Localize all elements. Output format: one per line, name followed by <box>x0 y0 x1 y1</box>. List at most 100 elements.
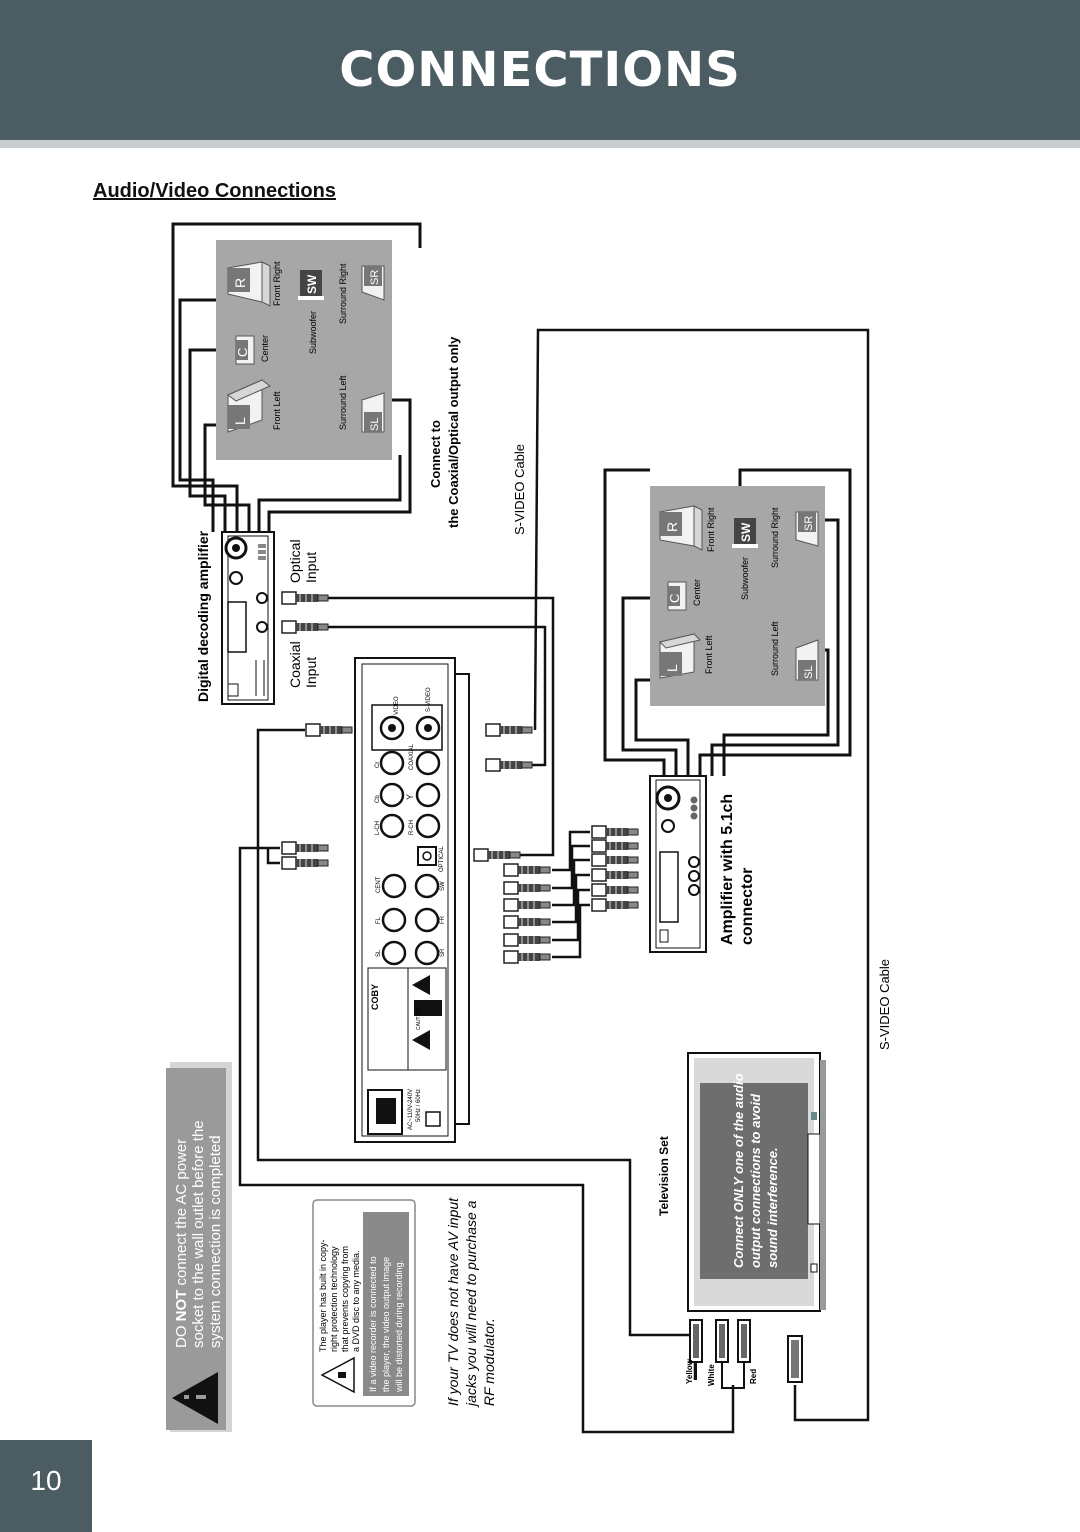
video-plug-left-icon <box>305 723 353 737</box>
51-plug-3-icon <box>503 898 551 912</box>
jack-label-y: Y <box>405 794 415 800</box>
notice-line4: a DVD disc to any media. <box>351 1250 361 1352</box>
signal-wires <box>238 328 870 1434</box>
label-SW-2: SW <box>739 522 753 542</box>
amp-plug-3-icon <box>591 853 639 867</box>
speaker-surround-left-icon <box>361 392 385 433</box>
tv-note-line1: Connect ONLY one of the audio <box>731 1073 746 1268</box>
speaker-surround-right-icon-2 <box>795 511 819 547</box>
label-subwoofer-2: Subwoofer <box>740 557 750 600</box>
rf-note-line2: jacks you will need to purchase a <box>463 1200 479 1408</box>
label-red: Red <box>749 1369 758 1384</box>
label-SR: SR <box>369 270 381 285</box>
tv-note-line3: sound interference. <box>765 1147 780 1268</box>
jack-label-cb: Cb <box>375 795 381 803</box>
label-front-left-2: Front Left <box>704 635 714 674</box>
amplifier-51ch-icon <box>649 775 707 953</box>
header-banner <box>0 0 1080 140</box>
rf-note-line1: If your TV does not have AV input <box>445 1197 461 1406</box>
jack-label-fl: FL <box>376 916 382 924</box>
label-yellow: Yellow <box>685 1358 694 1384</box>
jack-label-cent: CENT <box>376 876 382 893</box>
tv-av-plugs-icon <box>689 1319 803 1389</box>
page-number: 10 <box>30 1465 62 1496</box>
label-SR-2: SR <box>803 516 815 531</box>
label-L-2: L <box>664 664 680 672</box>
player-frequency: 50Hz / 60Hz <box>416 1089 422 1122</box>
speaker-wires-top <box>171 222 422 532</box>
amp-plug-5-icon <box>591 883 639 897</box>
notice-line1: The player has built in copy- <box>318 1239 328 1352</box>
label-front-right: Front Right <box>272 261 282 306</box>
speaker-front-left-icon <box>227 379 271 433</box>
51-plug-5-icon <box>503 933 551 947</box>
coax-plug-icon <box>485 758 533 772</box>
warning-box <box>166 1062 232 1432</box>
51-plug-1-icon <box>503 863 551 877</box>
label-optical: Optical <box>287 539 303 583</box>
amp-plug-1-icon <box>591 825 639 839</box>
label-optical-input: Input <box>303 552 319 583</box>
label-svideo-cable-1: S-VIDEO Cable <box>512 444 527 535</box>
label-SL-2: SL <box>803 666 815 679</box>
digital-amplifier-icon <box>221 531 275 705</box>
label-svideo-cable-2: S-VIDEO Cable <box>877 959 892 1050</box>
jack-label-video: VIDEO <box>394 696 400 715</box>
jack-label-cr: Cr <box>375 762 381 768</box>
label-R-2: R <box>664 522 680 532</box>
notice-line6: the player, the video output image <box>381 1257 391 1392</box>
optical-plug-icon <box>281 591 329 605</box>
dvd-player-rear-panel <box>354 657 470 1143</box>
label-subwoofer: Subwoofer <box>308 311 318 354</box>
label-SW: SW <box>305 274 319 294</box>
51-plug-4-icon <box>503 915 551 929</box>
51-plug-2-icon <box>503 881 551 895</box>
speaker-front-left-icon-2 <box>659 633 701 679</box>
player-brand: COBY <box>370 984 380 1010</box>
jack-label-optical: OPTICAL <box>439 846 445 872</box>
warning-line1: DO NOT connect the AC power <box>173 1139 190 1348</box>
label-C-2: C <box>667 594 682 603</box>
speaker-subwoofer-icon <box>298 270 324 300</box>
label-center: Center <box>260 335 270 362</box>
amp-plug-2-icon <box>591 839 639 853</box>
notice-line7: will be distorted during recording. <box>394 1260 404 1393</box>
label-television-set: Television Set <box>657 1136 671 1216</box>
jack-label-lch: L-CH <box>375 821 381 835</box>
warning-line3: system connection is completed <box>207 1135 224 1348</box>
label-coaxial-input: Input <box>303 657 319 688</box>
label-front-right-2: Front Right <box>706 507 716 552</box>
speaker-surround-right-icon <box>361 265 385 301</box>
speaker-front-right-icon <box>227 261 271 307</box>
notice-line5: If a video recorder is connected to <box>368 1256 378 1392</box>
video-plug-icon <box>485 723 533 737</box>
jack-label-sw: SW <box>440 881 446 891</box>
player-caution: CAUTION <box>416 1007 422 1030</box>
jack-label-svideo: S-VIDEO <box>426 687 432 712</box>
warning-line2: socket to the wall outlet before the <box>190 1120 207 1348</box>
television-icon <box>687 1052 826 1312</box>
label-surround-left-2: Surround Left <box>770 621 780 676</box>
optical-plug-player-icon <box>473 848 521 862</box>
label-surround-right-2: Surround Right <box>770 507 780 568</box>
speaker-panel-top: L Front Left C Center R Front Right SW S… <box>216 240 392 460</box>
jack-label-fr: FR <box>440 915 446 924</box>
speaker-subwoofer-icon-2 <box>732 518 758 548</box>
label-coaxial: Coaxial <box>287 641 303 688</box>
speaker-wires-right <box>603 468 852 776</box>
label-front-left: Front Left <box>272 391 282 430</box>
jack-label-coaxial: COAXIAL <box>409 743 415 770</box>
coaxial-plug-icon <box>281 620 329 634</box>
label-L: L <box>232 417 248 425</box>
page-number-tab <box>0 1440 92 1532</box>
speaker-surround-left-icon-2 <box>795 639 819 681</box>
label-surround-right: Surround Right <box>338 263 348 324</box>
label-SL: SL <box>369 418 381 431</box>
label-center-2: Center <box>692 579 702 606</box>
section-title: Audio/Video Connections <box>93 180 336 202</box>
audio-r-plug-icon <box>281 856 329 870</box>
speaker-center-icon-2 <box>667 581 687 611</box>
label-connect-to: Connect to <box>428 420 443 488</box>
rf-note-line3: RF modulator. <box>481 1318 497 1406</box>
